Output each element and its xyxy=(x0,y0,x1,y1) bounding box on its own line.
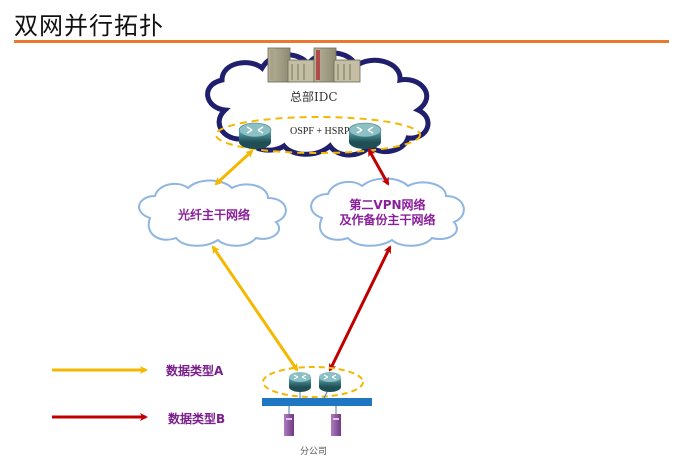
protocol-label: OSPF + HSRP xyxy=(290,126,350,137)
hq-server-right xyxy=(313,47,361,83)
legend-label-a: 数据类型A xyxy=(166,364,224,378)
branch-pc-left xyxy=(284,406,294,436)
slide-title: 双网并行拓扑 xyxy=(14,12,164,40)
branch-router-group-ellipse xyxy=(262,366,364,398)
branch-router-right xyxy=(319,372,341,399)
link-hq-fiber xyxy=(214,149,254,186)
fiber-backbone-label: 光纤主干网络 xyxy=(178,208,251,222)
vpn-backbone-label: 第二VPN网络 及作备份主干网络 xyxy=(320,198,455,228)
link-fiber-branch xyxy=(211,245,299,372)
hq-hsrp-group-ellipse xyxy=(215,116,421,154)
branch-router-left xyxy=(289,372,311,398)
branch-label: 分公司 xyxy=(300,447,328,457)
fiber-backbone-cloud xyxy=(138,179,287,247)
link-vpn-branch xyxy=(328,245,392,372)
hq-router-right xyxy=(348,122,382,149)
hq-server-left xyxy=(267,47,315,83)
link-hq-vpn xyxy=(367,148,390,186)
title-underline xyxy=(14,40,669,43)
hq-idc-label: 总部IDC xyxy=(290,90,338,104)
branch-pc-right xyxy=(331,406,341,436)
vpn-backbone-label-line2: 及作备份主干网络 xyxy=(339,213,436,227)
hq-router-left xyxy=(238,122,272,149)
legend-label-b: 数据类型B xyxy=(168,412,226,426)
vpn-backbone-label-line1: 第二VPN网络 xyxy=(349,198,426,212)
branch-lan-bus xyxy=(262,398,372,406)
